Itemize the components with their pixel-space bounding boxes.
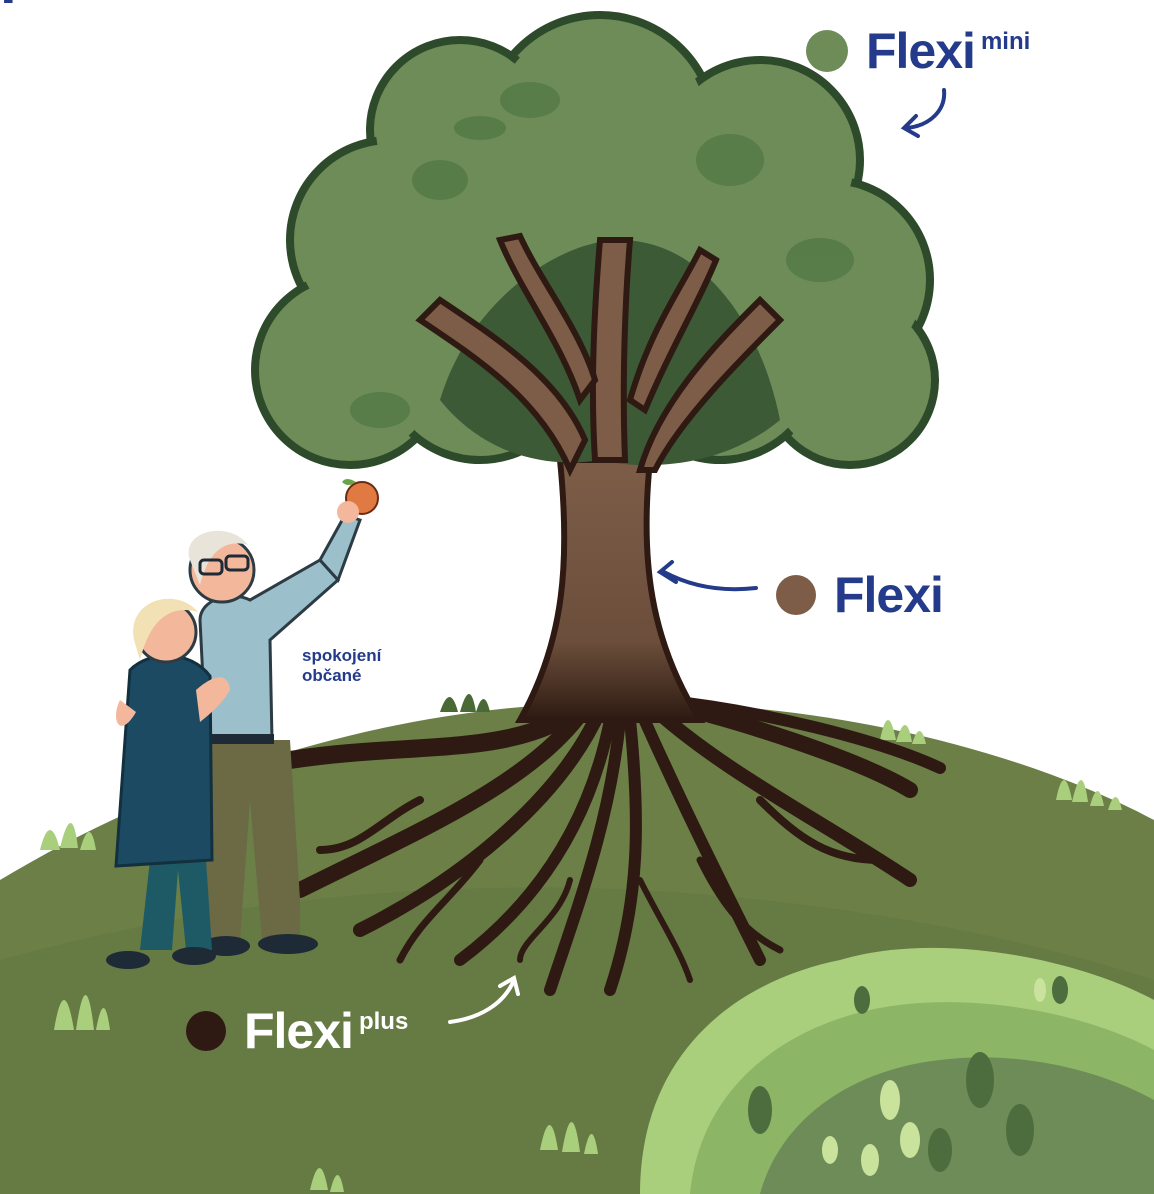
citizens-caption: spokojení občané <box>302 646 381 686</box>
citizens-caption-line1: spokojení <box>302 646 381 666</box>
label-flexi-mini: Flexi mini <box>806 22 1030 80</box>
crown-color-dot <box>806 30 848 72</box>
arrow-to-trunk-icon <box>660 562 756 589</box>
label-flexi-word: Flexi <box>834 566 943 624</box>
trunk-color-dot <box>776 575 816 615</box>
label-flexi-mini-suffix: mini <box>981 28 1030 56</box>
roots-color-dot <box>186 1011 226 1051</box>
label-flexi-plus-word: Flexi <box>244 1002 353 1060</box>
label-flexi-plus: Flexi plus <box>186 1002 408 1060</box>
label-flexi-plus-suffix: plus <box>359 1008 408 1036</box>
citizens-caption-line2: občané <box>302 666 381 686</box>
title-fragment: . <box>0 0 17 17</box>
label-flexi: Flexi <box>776 566 943 624</box>
arrow-to-crown-icon <box>904 90 944 136</box>
label-flexi-mini-word: Flexi <box>866 22 975 80</box>
trunk <box>520 460 700 720</box>
